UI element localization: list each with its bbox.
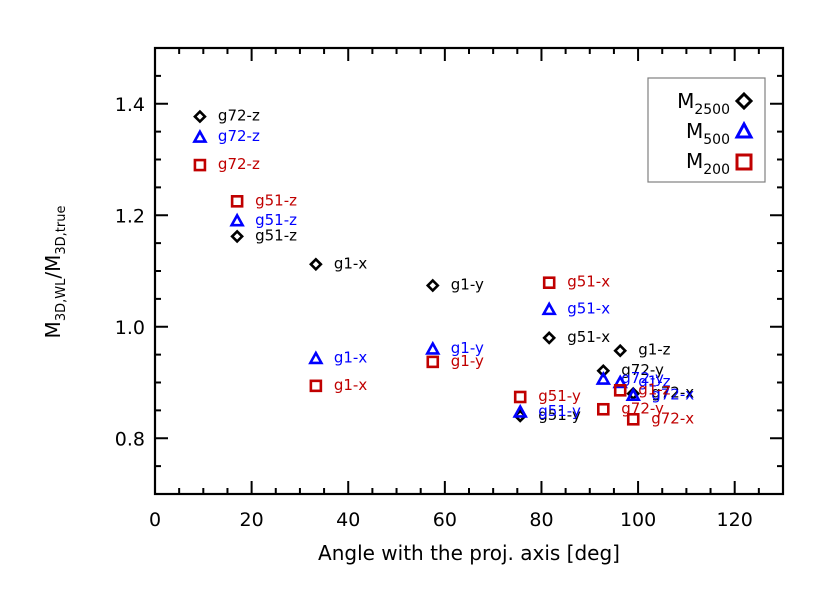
point-label: g72-x: [651, 384, 694, 402]
square-marker-icon: [426, 355, 440, 369]
point-label: g1-y: [451, 352, 484, 370]
y-axis-title: M3D,WL/M3D,true: [41, 206, 69, 339]
triangle-marker-icon: [612, 374, 628, 389]
point-label: g51-x: [567, 299, 610, 317]
triangle-marker-icon: [192, 129, 208, 143]
point-label: g1-z: [638, 380, 670, 398]
x-tick-label: 0: [149, 509, 161, 531]
square-marker-icon: [513, 390, 527, 404]
point-label: g1-x: [334, 349, 367, 367]
x-tick-label: 40: [336, 509, 360, 531]
y-tick-label: 1.4: [115, 94, 145, 116]
point-label: g1-z: [638, 373, 670, 391]
triangle-marker-icon: [595, 370, 612, 385]
point-label: g51-x: [567, 328, 610, 346]
triangle-marker-icon: [308, 350, 324, 365]
series-m500: g72-zg51-zg1-xg1-yg51-yg51-xg72-yg1-zg72…: [192, 127, 694, 420]
point-label: g1-x: [334, 254, 367, 272]
point-label: g1-y: [451, 275, 484, 293]
point-label: g1-x: [334, 376, 367, 394]
diamond-marker-icon: [542, 331, 557, 345]
point-label: g72-y: [621, 361, 664, 379]
square-marker-icon: [596, 402, 610, 416]
square-marker-icon: [613, 384, 627, 397]
axis-ticks: 0 20 40 60 80 100 120 0.8 1.0 1.2 1.4: [115, 47, 784, 531]
x-tick-label: 20: [240, 509, 264, 531]
x-axis-title: Angle with the proj. axis [deg]: [318, 541, 620, 565]
diamond-marker-icon: [425, 278, 440, 293]
x-tick-label: 60: [433, 509, 457, 531]
y-tick-label: 1.0: [115, 317, 145, 339]
series-m200: g72-zg51-zg1-xg1-yg51-yg51-xg72-yg1-zg72…: [193, 155, 694, 427]
x-tick-label: 80: [529, 509, 553, 531]
point-label: g51-z: [255, 211, 297, 229]
y-tick-label: 0.8: [115, 428, 145, 450]
square-marker-icon: [542, 276, 556, 290]
point-label: g51-x: [567, 273, 610, 291]
point-label: g72-z: [218, 155, 260, 173]
triangle-marker-icon: [541, 301, 557, 316]
legend-label-m500: M500: [686, 119, 730, 148]
x-tick-label: 120: [717, 509, 753, 531]
point-label: g51-z: [255, 226, 297, 244]
triangle-marker-icon: [425, 340, 441, 355]
point-label: g72-x: [651, 409, 694, 427]
diamond-marker-icon: [613, 343, 628, 358]
diamond-marker-icon: [193, 109, 207, 124]
square-marker-icon: [309, 379, 323, 393]
point-label: g51-y: [538, 406, 581, 424]
triangle-marker-icon: [625, 387, 641, 402]
point-label: g72-x: [651, 385, 694, 403]
square-marker-icon: [626, 412, 640, 426]
point-label: g51-z: [255, 191, 297, 209]
point-label: g51-y: [538, 402, 581, 420]
diamond-marker-icon: [309, 257, 323, 272]
data-points: g72-zg51-zg1-xg1-yg51-yg51-xg72-yg1-zg72…: [192, 107, 694, 427]
point-label: g72-z: [218, 107, 260, 125]
x-tick-label: 100: [620, 509, 656, 531]
diamond-legend-icon: [734, 91, 754, 111]
y-tick-label: 1.2: [115, 205, 145, 227]
square-marker-icon: [230, 195, 244, 208]
triangle-marker-icon: [512, 403, 528, 418]
point-label: g72-y: [621, 399, 664, 417]
point-label: g72-z: [218, 127, 260, 145]
triangle-legend-icon: [734, 120, 754, 139]
point-label: g1-z: [638, 341, 670, 359]
square-legend-icon: [735, 153, 753, 171]
legend-label-m2500: M2500: [677, 89, 730, 118]
legend-label-m200: M200: [686, 149, 730, 178]
square-marker-icon: [193, 158, 207, 172]
point-label: g51-y: [538, 387, 581, 405]
triangle-marker-icon: [229, 212, 245, 227]
point-label: g72-y: [621, 369, 664, 387]
point-label: g1-y: [451, 339, 484, 357]
diamond-marker-icon: [230, 229, 244, 244]
